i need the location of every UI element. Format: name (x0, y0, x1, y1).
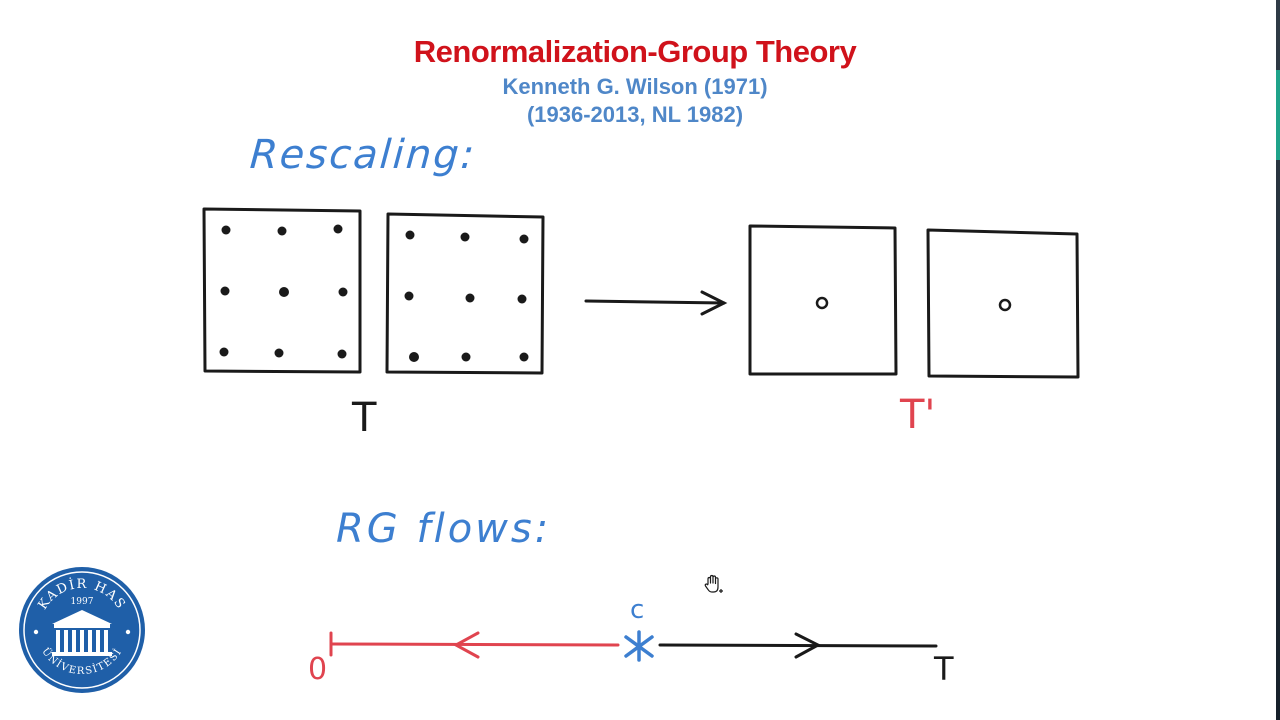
lattice-dots-left-1 (219, 224, 348, 359)
window-edge-accent (1276, 70, 1280, 160)
high-temperature-label: T (934, 650, 954, 688)
lattice-box-left-1 (202, 207, 362, 374)
lattice-box-left-2 (385, 212, 545, 375)
hand-pointer-icon (704, 574, 723, 593)
university-seal-icon: KADİR HAS ÜNİVERSİTESİ 1997 (19, 567, 145, 693)
rg-flow-to-high-T (658, 632, 938, 659)
logo-year: 1997 (71, 597, 94, 607)
slide-subtitle-author: Kenneth G. Wilson (1971) (502, 74, 768, 99)
temperature-T-prime-label: T' (900, 392, 936, 438)
coarse-site-1 (815, 296, 829, 310)
critical-point-label: c (630, 595, 645, 625)
slide-subtitle-dates: (1936-2013, NL 1982) (526, 102, 744, 127)
rescaling-heading: Rescaling: (248, 132, 478, 178)
critical-point-asterisk-icon (624, 630, 654, 662)
window-edge (1276, 0, 1280, 720)
slide-title: Renormalization-Group Theory (413, 34, 857, 69)
rg-flow-to-zero (329, 631, 620, 659)
rescaling-arrow-icon (584, 290, 728, 316)
rg-flows-heading: RG flows: (336, 506, 552, 552)
temperature-T-label: T (352, 395, 377, 441)
lattice-dots-left-2 (404, 230, 529, 362)
zero-fixed-point-label: 0 (308, 652, 328, 687)
coarse-site-2 (998, 298, 1012, 312)
coarse-box-right-2 (926, 228, 1080, 379)
coarse-box-right-1 (748, 224, 898, 376)
